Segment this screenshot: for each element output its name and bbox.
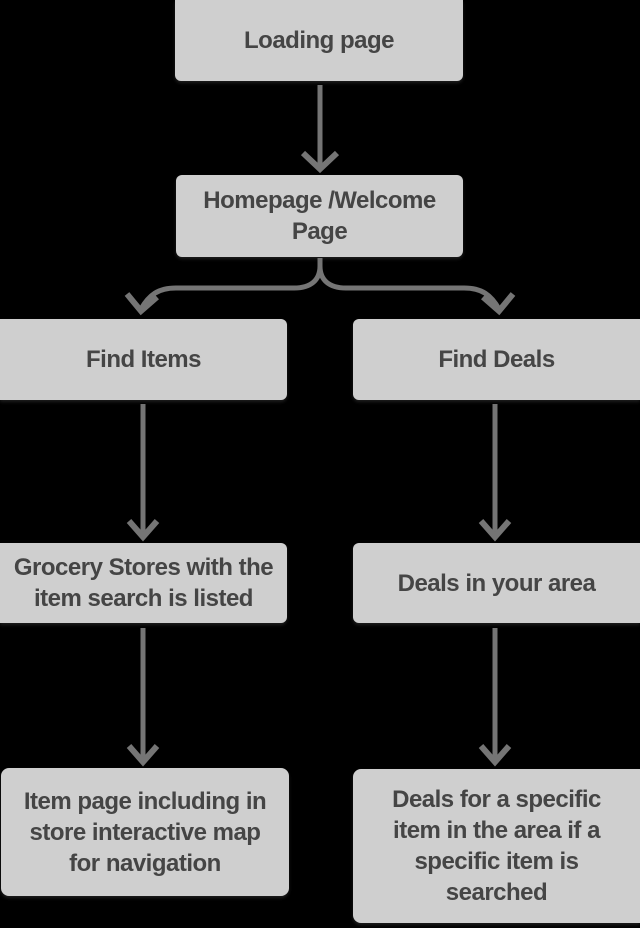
arrow-homepage-to-find-deals xyxy=(317,265,502,311)
arrowhead-find-deals-to-deals-area xyxy=(478,519,512,542)
arrowhead-homepage-to-find-deals xyxy=(481,292,516,316)
arrowhead-find-items-to-grocery xyxy=(126,519,160,542)
node-deals-in-your-area: Deals in your area xyxy=(353,543,640,623)
arrowhead-loading-to-homepage xyxy=(300,150,340,174)
node-grocery-stores-list: Grocery Stores with the item search is l… xyxy=(0,543,287,623)
node-find-deals: Find Deals xyxy=(353,319,640,400)
arrowhead-deals-area-to-deals-specific xyxy=(478,744,512,767)
arrow-homepage-to-find-items xyxy=(138,258,323,311)
node-find-items: Find Items xyxy=(0,319,287,400)
node-loading-page: Loading page xyxy=(175,0,463,81)
node-deals-specific-item: Deals for a specific item in the area if… xyxy=(353,769,640,923)
arrowhead-grocery-to-item-page xyxy=(126,744,160,767)
node-item-page-interactive-map: Item page including in store interactive… xyxy=(1,768,289,896)
arrowhead-homepage-to-find-items xyxy=(124,292,159,316)
node-homepage-welcome-page: Homepage /Welcome Page xyxy=(176,175,463,257)
